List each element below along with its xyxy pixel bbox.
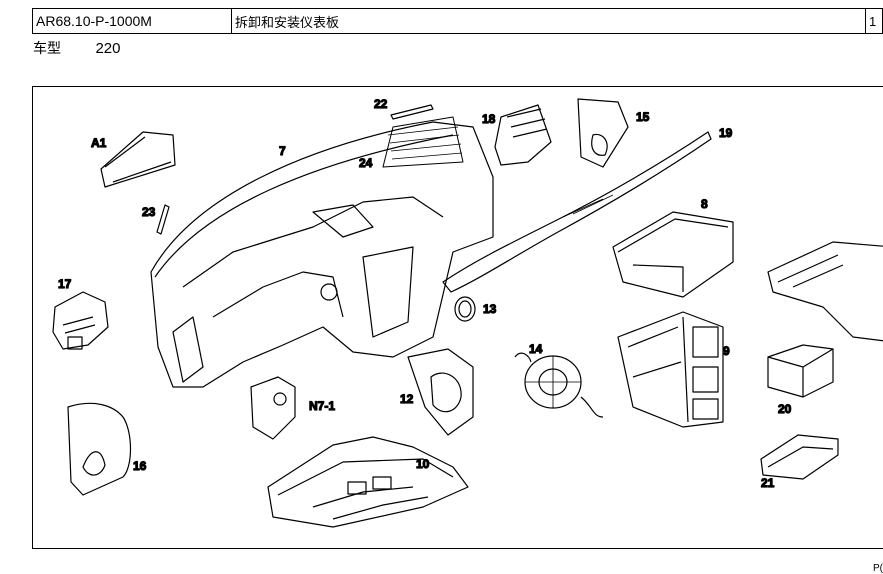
part-13-ring: [454, 296, 476, 322]
document-header: AR68.10-P-1000M 拆卸和安装仪表板 1: [32, 8, 883, 34]
exploded-view-figure: A1 7 22 18 15 19 24 23 8 17 13 14 9 12 N…: [32, 86, 883, 549]
part-top-right-panel: [767, 241, 883, 342]
part-22: [390, 104, 434, 120]
page-number: 1: [865, 8, 883, 34]
part-a1: [100, 131, 176, 188]
callout-8: 8: [701, 197, 708, 211]
callout-13: 13: [483, 302, 497, 316]
part-15-cover: [577, 98, 629, 168]
callout-12: 12: [400, 392, 414, 406]
model-value: 220: [95, 40, 121, 57]
callout-23: 23: [142, 205, 156, 219]
document-title: 拆卸和安装仪表板: [231, 8, 866, 34]
callout-20: 20: [778, 402, 792, 416]
part-n7-1-switch: [250, 376, 296, 440]
document-code: AR68.10-P-1000M: [32, 8, 232, 34]
callout-n7-1: N7-1: [309, 399, 335, 413]
dashboard-exploded-drawing: A1 7 22 18 15 19 24 23 8 17 13 14 9 12 N…: [52, 96, 883, 528]
part-19-trim: [442, 131, 712, 293]
part-9-console: [617, 311, 724, 428]
part-16-cover: [67, 402, 132, 496]
callout-15: 15: [636, 110, 650, 124]
callout-24: 24: [359, 156, 373, 170]
part-18-vent: [494, 104, 552, 166]
callout-9: 9: [723, 344, 730, 358]
callout-7: 7: [279, 144, 286, 158]
part-14-clockspring: [514, 352, 604, 418]
model-row: 车型 220: [33, 38, 120, 58]
part-17-vent: [52, 291, 109, 350]
callout-22: 22: [374, 97, 388, 111]
part-21-tray: [760, 434, 839, 480]
part-20-bin: [767, 344, 834, 398]
callout-19: 19: [719, 126, 733, 140]
callout-16: 16: [133, 459, 147, 473]
callout-10: 10: [416, 457, 430, 471]
part-8-glovebox: [612, 211, 734, 298]
part-7-dashboard: [150, 116, 494, 388]
callout-a1: A1: [91, 136, 107, 150]
model-label: 车型: [33, 41, 61, 57]
part-23: [156, 204, 170, 235]
callout-14: 14: [529, 342, 543, 356]
callout-21: 21: [761, 476, 775, 490]
part-12-frame: [407, 348, 474, 436]
callout-18: 18: [482, 112, 496, 126]
callout-17: 17: [58, 277, 72, 291]
footer-code: P(: [873, 563, 883, 574]
part-10-lower-console: [267, 436, 469, 528]
